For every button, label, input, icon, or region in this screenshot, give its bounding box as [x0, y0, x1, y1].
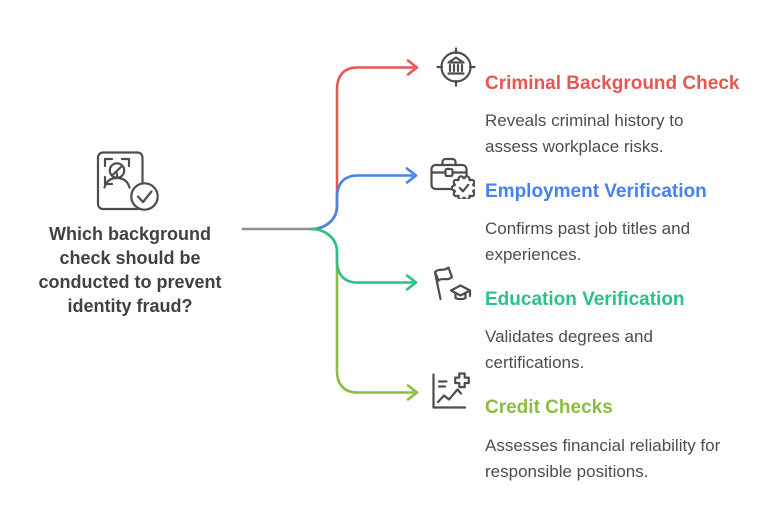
arrowhead-credit-icon	[406, 384, 419, 401]
arrowhead-employment-icon	[405, 167, 418, 184]
arrowhead-criminal-icon	[406, 59, 419, 76]
arrowhead-education-icon	[405, 274, 418, 291]
section-description: Confirms past job titles and experiences…	[485, 219, 691, 264]
section-description: Reveals criminal history to assess workp…	[485, 111, 684, 156]
question-line: Which background	[49, 224, 211, 244]
branch-credit-checks: Credit Checks Assesses financial reliabi…	[423, 368, 763, 481]
branch-line-credit	[310, 227, 415, 394]
briefcase-badge-icon	[430, 157, 475, 199]
question-block: Which background check should be conduct…	[25, 222, 235, 318]
flag-graduation-icon	[433, 266, 472, 301]
branch-criminal-background-check: Criminal Background Check Reveals crimin…	[423, 45, 763, 156]
credit-chart-icon	[432, 372, 470, 409]
branch-education-verification: Education Verification Validates degrees…	[423, 258, 763, 372]
section-title: Credit Checks	[485, 396, 613, 418]
section-title: Criminal Background Check	[485, 72, 740, 94]
branch-employment-verification: Employment Verification Confirms past jo…	[423, 150, 763, 264]
question-line: check should be	[59, 248, 201, 268]
section-title: Employment Verification	[485, 180, 707, 202]
section-description: Validates degrees and certifications.	[485, 327, 653, 372]
branch-line-criminal	[310, 66, 415, 231]
branch-line-employment	[310, 174, 414, 231]
branch-line-education	[310, 227, 414, 284]
bank-target-icon	[436, 47, 476, 87]
question-line: identity fraud?	[67, 296, 193, 316]
section-description: Assesses financial reliability for respo…	[485, 436, 721, 481]
question-line: conducted to prevent	[38, 272, 222, 292]
section-title: Education Verification	[485, 288, 685, 310]
id-card-verified-icon	[96, 151, 159, 211]
